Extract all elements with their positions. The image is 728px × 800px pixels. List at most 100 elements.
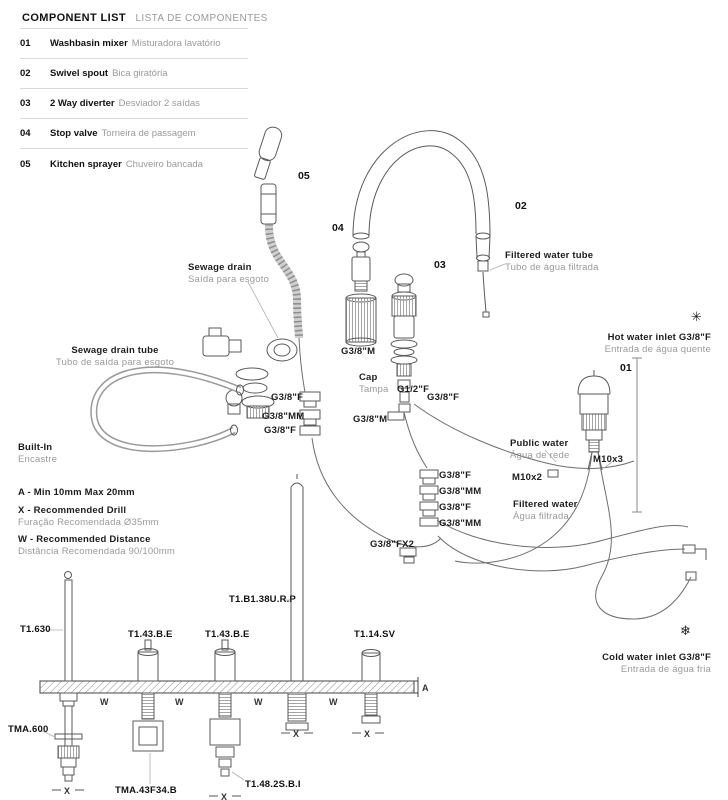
part-number-02: 02 bbox=[515, 200, 527, 212]
page-title: COMPONENT LIST bbox=[22, 12, 126, 24]
fitting-label-g38f-b: G3/8"F bbox=[271, 392, 304, 403]
code-tma-43f34b: TMA.43F34.B bbox=[115, 785, 177, 796]
dim-letter-w: W bbox=[329, 697, 338, 707]
component-name-pt: Bica giratória bbox=[112, 68, 168, 79]
fitting-label-m10x3: M10x3 bbox=[593, 454, 624, 465]
component-name-pt: Misturadora lavatório bbox=[131, 38, 221, 49]
sewage-drain-tube-drawing bbox=[90, 366, 244, 452]
component-number: 05 bbox=[20, 158, 31, 170]
part-number-05: 05 bbox=[298, 170, 310, 182]
page-header: COMPONENT LIST LISTA DE COMPONENTES bbox=[22, 8, 268, 26]
fitting-label-g38f-e: G3/8"F bbox=[439, 502, 472, 513]
component-name-en: Swivel spout bbox=[50, 68, 109, 79]
component-row: 05 Kitchen sprayer Chuveiro bancada bbox=[20, 149, 248, 179]
part-number-03: 03 bbox=[434, 259, 446, 271]
dim-letter-a: A bbox=[422, 683, 429, 693]
callout-sewage-drain: Sewage drain Saída para esgoto bbox=[188, 262, 269, 286]
callout-sewage-drain-tube: Sewage drain tube Tubo de saída para esg… bbox=[50, 345, 180, 369]
callout-hot-water-inlet-en: Hot water inlet G3/8"F bbox=[607, 332, 711, 343]
component-number: 04 bbox=[20, 128, 31, 139]
two-way-diverter-drawing bbox=[390, 273, 418, 413]
fitting-label-m10x2: M10x2 bbox=[512, 472, 543, 483]
callout-built-in-en: Built-In bbox=[18, 442, 53, 453]
callout-sewage-drain-en: Sewage drain bbox=[188, 262, 252, 273]
callout-filtered-water-tube-pt: Tubo de água filtrada bbox=[505, 262, 599, 273]
code-tma-600: TMA.600 bbox=[8, 724, 49, 735]
snowflake-icon: ❄ bbox=[680, 624, 691, 639]
component-list-table: 01 Washbasin mixer Misturadora lavatório… bbox=[20, 28, 248, 179]
fitting-label-g38f-a: G3/8"F bbox=[427, 392, 460, 403]
callout-cap: Cap Tampa bbox=[359, 372, 389, 396]
callout-public-water-pt: Água de rede bbox=[510, 450, 570, 461]
note-w-pt: Distância Recomendada 90/100mm bbox=[18, 546, 176, 557]
component-row: 04 Stop valve Torneira de passagem bbox=[20, 119, 248, 149]
dim-letter-x: X bbox=[221, 792, 228, 800]
component-name-en: 2 Way diverter bbox=[50, 98, 115, 109]
component-name-pt: Desviador 2 saídas bbox=[118, 98, 200, 109]
page-subtitle: LISTA DE COMPONENTES bbox=[135, 13, 268, 24]
callout-cold-water-inlet-pt: Entrada de água fria bbox=[620, 664, 711, 675]
hot-icon: ✳ bbox=[691, 310, 702, 325]
code-t1-630: T1.630 bbox=[20, 624, 51, 635]
fitting-label-g38mm-c: G3/8"MM bbox=[439, 518, 482, 529]
callout-filtered-water: Filtered water Água filtrada bbox=[513, 499, 578, 523]
washbasin-mixer-drawing bbox=[577, 357, 642, 513]
dim-letter-w: W bbox=[100, 697, 109, 707]
fitting-label-g38fx2: G3/8"FX2 bbox=[370, 539, 415, 550]
callout-filtered-water-tube: Filtered water tube Tubo de água filtrad… bbox=[505, 250, 599, 274]
fitting-label-g38m-b: G3/8"M bbox=[353, 414, 388, 425]
note-w-en: W - Recommended Distance bbox=[18, 534, 151, 545]
callout-sewage-drain-pt: Saída para esgoto bbox=[188, 274, 270, 285]
kitchen-sprayer-drawing bbox=[254, 126, 303, 339]
note-x: X - Recommended Drill Furação Recomendad… bbox=[18, 505, 159, 529]
note-x-en: X - Recommended Drill bbox=[18, 505, 127, 516]
dim-letter-w: W bbox=[254, 697, 263, 707]
leader-lines bbox=[39, 263, 613, 784]
hoses-drawing bbox=[298, 337, 692, 620]
component-row: 02 Swivel spout Bica giratória bbox=[20, 59, 248, 89]
code-t1-48-2sbi: T1.48.2S.B.I bbox=[245, 779, 301, 790]
callout-hot-water-inlet: Hot water inlet G3/8"F Entrada de água q… bbox=[605, 332, 711, 356]
fitting-label-g38m-a: G3/8"M bbox=[341, 346, 376, 357]
callout-cap-en: Cap bbox=[359, 372, 378, 383]
code-t1-14sv: T1.14.SV bbox=[354, 629, 396, 640]
component-row: 01 Washbasin mixer Misturadora lavatório bbox=[20, 29, 248, 59]
callout-public-water: Public water Água de rede bbox=[510, 438, 569, 462]
code-t1-43be-left: T1.43.B.E bbox=[128, 629, 173, 640]
callout-sewage-drain-tube-pt: Tubo de saída para esgoto bbox=[55, 357, 175, 368]
part-number-04: 04 bbox=[332, 222, 344, 234]
component-name-en: Stop valve bbox=[50, 128, 98, 139]
note-x-pt: Furação Recomendada Ø35mm bbox=[18, 517, 159, 528]
mount-valve-left-drawing bbox=[132, 639, 164, 752]
callout-cold-water-inlet-en: Cold water inlet G3/8"F bbox=[602, 652, 711, 663]
callout-sewage-drain-tube-en: Sewage drain tube bbox=[71, 345, 159, 356]
note-a: A - Min 10mm Max 20mm bbox=[18, 487, 135, 498]
dimension-ticks bbox=[52, 732, 384, 797]
component-name-pt: Torneira de passagem bbox=[101, 128, 196, 139]
callout-cold-water-inlet: Cold water inlet G3/8"F Entrada de água … bbox=[602, 652, 711, 676]
mount-small-valve-drawing bbox=[361, 649, 381, 724]
mount-spout-drawing bbox=[285, 474, 309, 731]
dim-letter-x: X bbox=[293, 729, 300, 739]
mount-sprayer-drawing bbox=[54, 571, 83, 782]
component-name-en: Kitchen sprayer bbox=[50, 158, 122, 170]
sewage-drain-drawing bbox=[202, 327, 298, 419]
note-w: W - Recommended Distance Distância Recom… bbox=[18, 534, 175, 558]
callout-hot-water-inlet-pt: Entrada de água quente bbox=[604, 344, 711, 355]
swivel-spout-drawing bbox=[352, 130, 491, 318]
fittings-drawing bbox=[299, 391, 707, 581]
callout-filtered-water-pt: Água filtrada bbox=[513, 511, 569, 522]
fitting-label-g38mm-a: G3/8"MM bbox=[262, 411, 305, 422]
mount-valve-right-drawing bbox=[209, 639, 241, 777]
callout-built-in: Built-In Encastre bbox=[18, 442, 57, 466]
fitting-label-g38mm-b: G3/8"MM bbox=[439, 486, 482, 497]
callout-filtered-water-tube-en: Filtered water tube bbox=[505, 250, 594, 261]
component-number: 02 bbox=[20, 68, 31, 79]
component-name-pt: Chuveiro bancada bbox=[125, 158, 203, 170]
callout-filtered-water-en: Filtered water bbox=[513, 499, 578, 510]
callout-built-in-pt: Encastre bbox=[18, 454, 58, 465]
callout-public-water-en: Public water bbox=[510, 438, 569, 449]
code-t1-b1-38urp: T1.B1.38U.R.P bbox=[229, 594, 297, 605]
dim-letter-x: X bbox=[364, 729, 371, 739]
